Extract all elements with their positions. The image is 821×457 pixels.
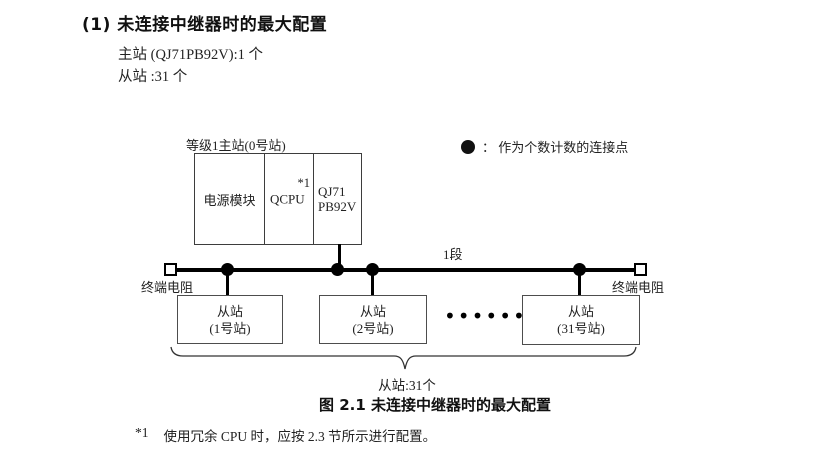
slave-station-box-2: 从站 (2号站) [319, 295, 427, 344]
power-module-label: 电源模块 [203, 192, 256, 208]
slave1-name: 从站 [216, 303, 243, 319]
terminator-label-right: 终端电阻 [612, 280, 665, 295]
pb92v-label-line1: QJ71 [318, 184, 346, 199]
slave3-drop-line [578, 270, 581, 296]
bus-line [172, 268, 640, 272]
qcpu-cell: *1 QCPU [265, 154, 314, 244]
brace-under-slaves [170, 346, 637, 370]
slave1-drop-line [226, 270, 229, 296]
pb92v-cell: QJ71 PB92V [314, 154, 361, 244]
master-count-line: 主站 (QJ71PB92V):1 个 [118, 47, 264, 63]
connection-point-icon [461, 139, 475, 154]
master-drop-line [338, 244, 341, 270]
terminator-label-left: 终端电阻 [141, 280, 194, 295]
connection-dot [573, 263, 586, 276]
footnote-ref-marker: *1 [297, 176, 311, 190]
figure-caption: 图 2.1 未连接中继器时的最大配置 [318, 396, 552, 414]
terminator-square-right [634, 263, 647, 276]
legend-text: ： 作为个数计数的连接点 [482, 140, 629, 155]
terminator-square-left [164, 263, 177, 276]
slave-count-line: 从站 :31 个 [118, 69, 188, 85]
master-station-label: 等级1主站(0号站) [186, 138, 286, 153]
slave2-station: (2号站) [352, 320, 394, 336]
slave-station-box-3: 从站 (31号站) [522, 295, 640, 345]
legend: ： 作为个数计数的连接点 [461, 137, 628, 156]
pb92v-label-line2: PB92V [318, 199, 357, 214]
qcpu-label: QCPU [270, 191, 305, 207]
footnote: *1 使用冗余 CPU 时，应按 2.3 节所示进行配置。 [135, 425, 436, 445]
slave2-drop-line [371, 270, 374, 296]
footnote-marker: *1 [135, 425, 149, 440]
slave3-station: (31号站) [557, 321, 605, 336]
brace-label: 从站:31个 [378, 378, 436, 393]
section-heading: (1) 未连接中继器时的最大配置 [82, 15, 328, 35]
connection-dot [331, 263, 344, 276]
connection-dot [366, 263, 379, 276]
segment-label: 1段 [443, 247, 463, 262]
master-station-box: 电源模块 *1 QCPU QJ71 PB92V [194, 153, 362, 245]
power-module-cell: 电源模块 [195, 154, 265, 244]
connection-dot [221, 263, 234, 276]
ellipsis-dots: •••••• [444, 304, 527, 328]
footnote-text: 使用冗余 CPU 时，应按 2.3 节所示进行配置。 [163, 429, 437, 444]
slave-station-box-1: 从站 (1号站) [177, 295, 283, 344]
slave1-station: (1号站) [209, 320, 251, 336]
slave3-name: 从站 [567, 304, 594, 319]
slave2-name: 从站 [359, 303, 386, 319]
